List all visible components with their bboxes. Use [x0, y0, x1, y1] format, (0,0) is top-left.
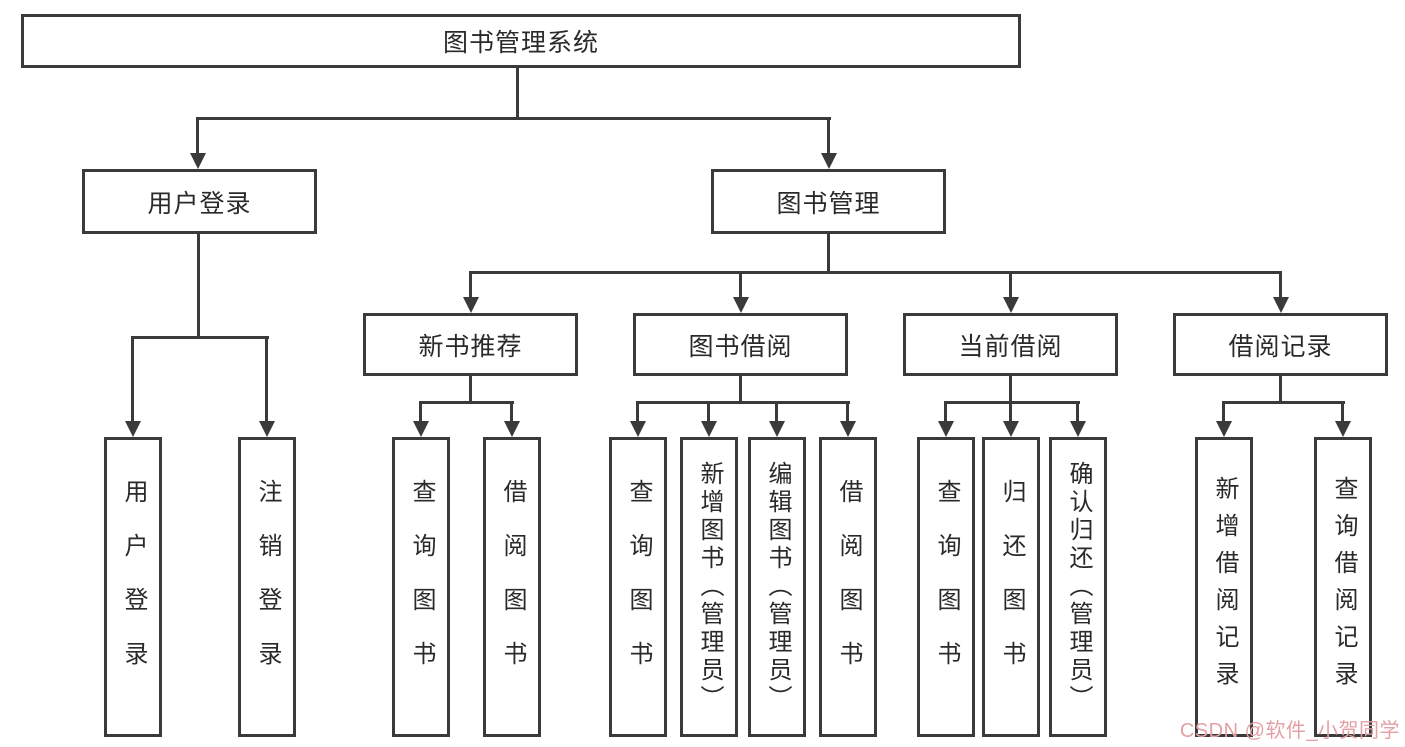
- connector-line: [132, 336, 269, 339]
- connector-line: [420, 401, 514, 404]
- connector-arrow-icon: [258, 336, 275, 437]
- connector-arrow-icon: [839, 401, 856, 437]
- connector-arrow-icon: [700, 401, 717, 437]
- connector-arrow-icon: [629, 401, 646, 437]
- connector-line: [469, 271, 1282, 274]
- leaf-return-book: 归还图书: [982, 437, 1040, 737]
- connector-arrow-icon: [1334, 401, 1351, 437]
- leaf-logout: 注销登录: [238, 437, 296, 737]
- connector-arrow-icon: [412, 401, 429, 437]
- connector-arrow-icon: [820, 117, 837, 169]
- node-root-library-system: 图书管理系统: [21, 14, 1021, 68]
- connector-line: [516, 68, 519, 117]
- leaf-add-book-admin: 新增图书（管理员）: [680, 437, 738, 737]
- connector-arrow-icon: [1002, 401, 1019, 437]
- connector-arrow-icon: [937, 401, 954, 437]
- connector-line: [1009, 376, 1012, 403]
- connector-arrow-icon: [1215, 401, 1232, 437]
- leaf-user-login: 用户登录: [104, 437, 162, 737]
- leaf-query-borrow-record: 查询借阅记录: [1314, 437, 1372, 737]
- connector-line: [1279, 376, 1282, 403]
- connector-line: [827, 234, 830, 273]
- connector-line: [637, 401, 850, 404]
- leaf-edit-book-admin: 编辑图书（管理员）: [748, 437, 806, 737]
- leaf-borrow-query-book: 查询图书: [609, 437, 667, 737]
- node-current-borrow: 当前借阅: [903, 313, 1118, 376]
- leaf-current-query-book: 查询图书: [917, 437, 975, 737]
- connector-arrow-icon: [503, 401, 520, 437]
- connector-line: [945, 401, 1080, 404]
- node-borrow-record: 借阅记录: [1173, 313, 1388, 376]
- connector-line: [197, 234, 200, 337]
- connector-arrow-icon: [1272, 271, 1289, 313]
- leaf-add-borrow-record: 新增借阅记录: [1195, 437, 1253, 737]
- connector-arrow-icon: [768, 401, 785, 437]
- connector-line: [197, 117, 831, 120]
- connector-line: [469, 376, 472, 403]
- connector-arrow-icon: [189, 117, 206, 169]
- connector-line: [1223, 401, 1345, 404]
- leaf-borrow-book: 借阅图书: [819, 437, 877, 737]
- node-book-management: 图书管理: [711, 169, 946, 234]
- node-user-login: 用户登录: [82, 169, 317, 234]
- connector-arrow-icon: [1069, 401, 1086, 437]
- node-book-borrow: 图书借阅: [633, 313, 848, 376]
- connector-arrow-icon: [732, 271, 749, 313]
- leaf-recommend-borrow-book: 借阅图书: [483, 437, 541, 737]
- leaf-confirm-return-admin: 确认归还（管理员）: [1049, 437, 1107, 737]
- csdn-watermark: CSDN @软件_小贺同学: [1179, 720, 1400, 742]
- connector-arrow-icon: [462, 271, 479, 313]
- leaf-recommend-query-book: 查询图书: [392, 437, 450, 737]
- connector-arrow-icon: [124, 336, 141, 437]
- connector-arrow-icon: [1002, 271, 1019, 313]
- node-new-book-recommend: 新书推荐: [363, 313, 578, 376]
- connector-line: [739, 376, 742, 403]
